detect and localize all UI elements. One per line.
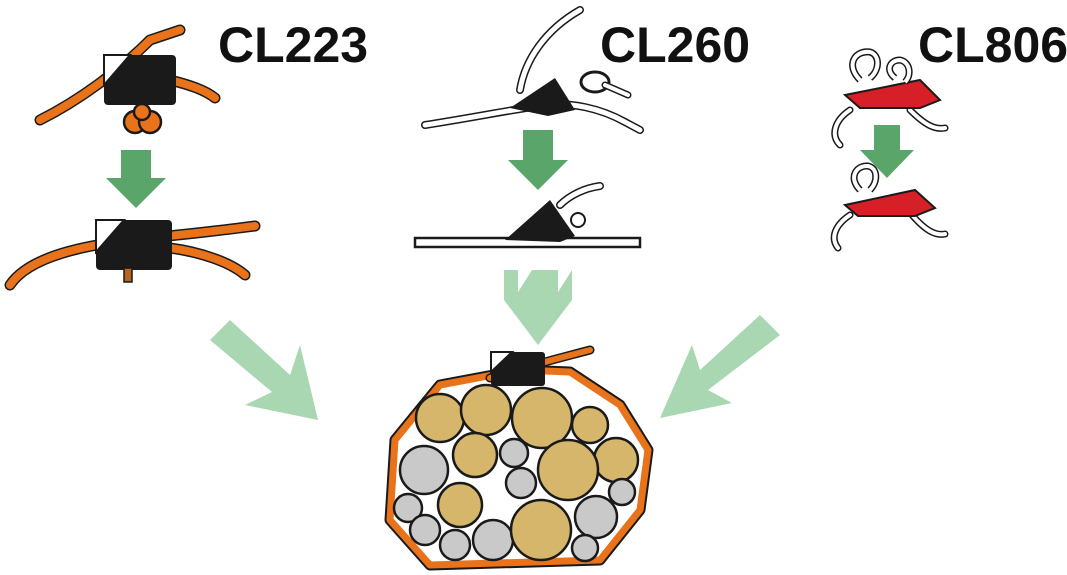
light-diagonal-arrow-icon <box>660 315 780 418</box>
down-arrow-icon <box>860 125 914 178</box>
log-bundle-icon <box>384 345 654 571</box>
cl223-cleat-rope-through-icon <box>4 219 261 291</box>
cl223-cleat-with-knot-icon <box>34 24 221 135</box>
down-arrow-icon <box>508 130 568 190</box>
light-down-arrow-icon <box>504 270 572 345</box>
cl260-cleat-flat-icon <box>413 182 642 249</box>
cl806-label: CL806 <box>918 17 1067 73</box>
light-diagonal-arrow-icon <box>210 320 318 420</box>
cl806-red-cleat-knot-icon <box>830 162 949 252</box>
cl260-label: CL260 <box>600 17 750 73</box>
cl260-cleat-with-knot-icon <box>421 6 644 134</box>
down-arrow-icon <box>106 150 166 208</box>
cl806-red-cleat-icon <box>831 48 949 149</box>
cl223-label: CL223 <box>218 17 368 73</box>
